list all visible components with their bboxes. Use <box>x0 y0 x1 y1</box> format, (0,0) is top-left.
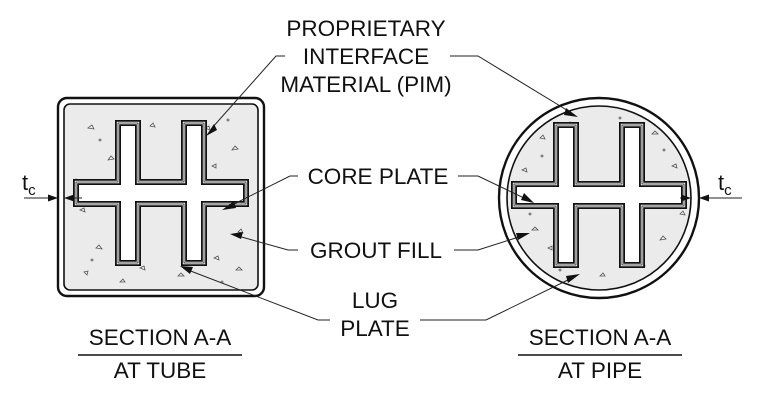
grout-fill-label: GROUT FILL <box>310 238 442 263</box>
leader-lines <box>24 55 742 321</box>
tube-section <box>56 96 266 298</box>
tc-pipe-sub: c <box>724 182 732 199</box>
core-leader-tube <box>229 175 298 207</box>
tc-tube-sub: c <box>28 182 36 199</box>
arrowhead <box>681 194 691 202</box>
arrowhead <box>516 233 530 240</box>
pipe-grout-specks <box>521 116 686 277</box>
tc-pipe-t: t <box>718 170 724 195</box>
arrowhead <box>566 274 580 283</box>
lug-leader-pipe <box>420 277 573 321</box>
arrowhead <box>180 266 193 274</box>
lug-leader-tube <box>187 269 330 321</box>
arrowhead <box>206 124 217 136</box>
grout-leader-tube <box>237 235 298 251</box>
arrowhead <box>64 194 74 202</box>
lug-plate-label-line1: LUG <box>352 288 398 313</box>
caption-tube: SECTION A-A AT TUBE <box>78 325 242 383</box>
core-plate-label: CORE PLATE <box>308 164 449 189</box>
tc-pipe-symbol: tc <box>718 170 732 199</box>
caption-tube-line1: SECTION A-A <box>89 325 232 350</box>
thickness-labels: tc tc <box>22 170 732 199</box>
arrowhead <box>564 108 578 117</box>
pim-label-line1: PROPRIETARY <box>286 16 445 41</box>
tube-outer-wall <box>56 96 266 298</box>
pim-label-line3: MATERIAL (PIM) <box>280 72 451 97</box>
caption-tube-line2: AT TUBE <box>114 358 207 383</box>
arrowhead <box>699 194 709 202</box>
arrowhead <box>222 201 236 210</box>
lug-plate-label-line2: PLATE <box>340 316 410 341</box>
core-leader-pipe <box>458 175 527 200</box>
arrowhead <box>521 193 534 203</box>
caption-pipe-line2: AT PIPE <box>558 358 642 383</box>
caption-pipe: SECTION A-A AT PIPE <box>518 325 682 383</box>
caption-pipe-line1: SECTION A-A <box>529 325 672 350</box>
callouts: PROPRIETARY INTERFACE MATERIAL (PIM) COR… <box>280 16 451 341</box>
pim-leader-tube <box>211 55 285 129</box>
arrowhead <box>48 194 58 202</box>
arrowhead <box>230 232 243 239</box>
pim-label-line2: INTERFACE <box>303 44 429 69</box>
tc-tube-t: t <box>22 170 28 195</box>
tc-tube-symbol: tc <box>22 170 36 199</box>
pim-leader-pipe <box>450 55 571 113</box>
grout-leader-pipe <box>454 235 523 251</box>
